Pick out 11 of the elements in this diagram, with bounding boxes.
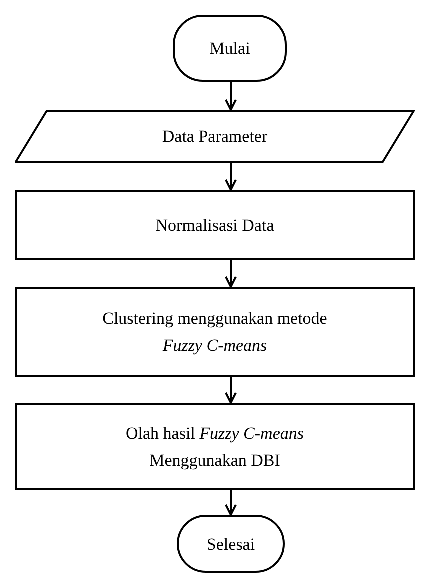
arrow: [225, 163, 237, 191]
terminator-shape: Mulai: [173, 15, 287, 82]
input-parallelogram: Data Parameter: [15, 110, 415, 163]
arrow: [225, 490, 237, 516]
arrow: [225, 82, 237, 111]
process-box: Clustering menggunakan metode Fuzzy C-means: [15, 287, 415, 377]
process-box: Olah hasil Fuzzy C-means Menggunakan DBI: [15, 403, 415, 490]
arrow: [225, 377, 237, 404]
process-box: Normalisasi Data: [15, 190, 415, 260]
arrow: [225, 260, 237, 288]
terminator-shape: Selesai: [177, 515, 285, 573]
